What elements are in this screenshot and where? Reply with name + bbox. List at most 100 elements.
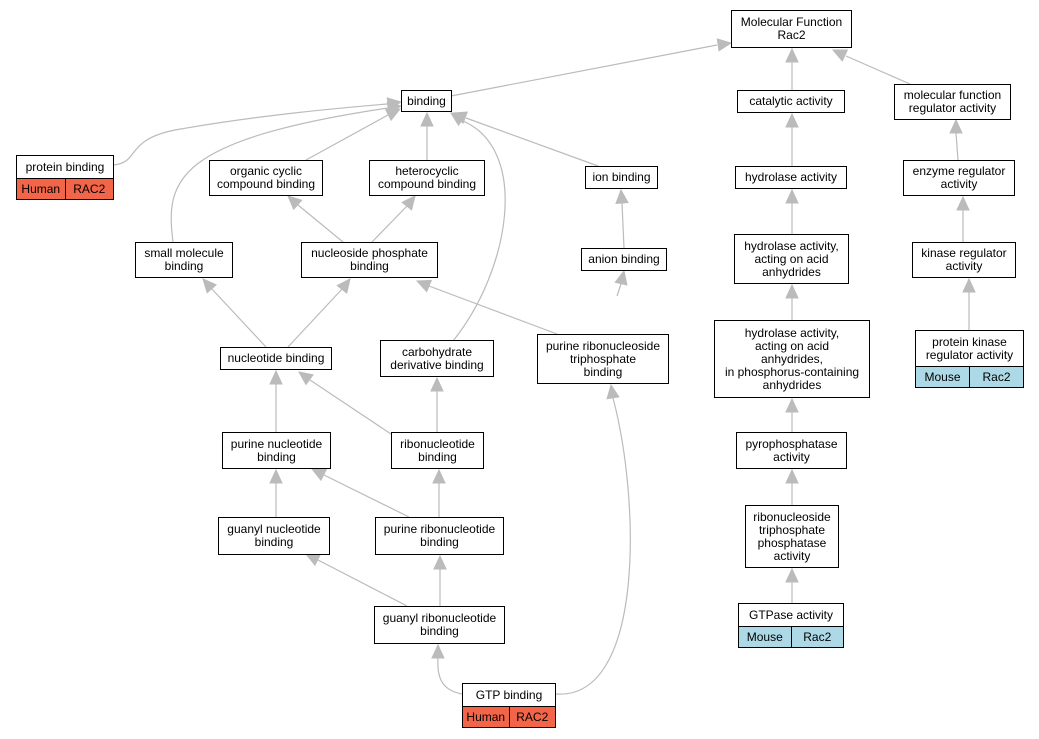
- node-pyrophosphatase-activity[interactable]: pyrophosphatase activity: [736, 432, 847, 469]
- node-mf-root[interactable]: Molecular Function Rac2: [731, 10, 852, 48]
- annotation-row: Human RAC2: [17, 178, 113, 199]
- node-mf-regulator-activity[interactable]: molecular function regulator activity: [894, 84, 1011, 120]
- species-cell: Mouse: [924, 369, 961, 384]
- node-label: molecular function regulator activity: [903, 88, 1002, 115]
- edge-line: [621, 202, 625, 249]
- edge-line: [309, 379, 395, 437]
- edge-line: [845, 55, 911, 85]
- gene-cell: Rac2: [969, 367, 1023, 387]
- node-hydrolase-phosphorus-anhydrides[interactable]: hydrolase activity, acting on acid anhyd…: [714, 320, 870, 398]
- node-label: heterocyclic compound binding: [377, 164, 477, 191]
- node-label: purine nucleotide binding: [230, 436, 323, 464]
- node-guanyl-ribonucleotide-binding[interactable]: guanyl ribonucleotide binding: [374, 606, 505, 644]
- edge-arrowhead: [785, 283, 799, 299]
- annotation-row: Human RAC2: [463, 706, 555, 727]
- edge-line: [210, 287, 267, 348]
- edge-arrowhead: [785, 397, 799, 413]
- node-protein-kinase-regulator-activity[interactable]: protein kinase regulator activity Mouse …: [915, 330, 1024, 388]
- node-label: hydrolase activity: [744, 170, 838, 184]
- node-label: ribonucleoside triphosphate phosphatase …: [753, 509, 831, 563]
- edge-arrowhead: [287, 195, 303, 211]
- node-label: guanyl nucleotide binding: [227, 522, 321, 549]
- edge-arrowhead: [831, 49, 849, 62]
- node-nucleoside-phosphate-binding[interactable]: nucleoside phosphate binding: [301, 242, 438, 278]
- node-label: protein binding: [25, 159, 105, 174]
- edge-line: [555, 397, 631, 695]
- edge-line: [450, 44, 718, 97]
- node-heterocyclic-compound-binding[interactable]: heterocyclic compound binding: [369, 160, 485, 196]
- node-ion-binding[interactable]: ion binding: [585, 166, 658, 189]
- edge-arrowhead: [785, 468, 799, 484]
- node-label: small molecule binding: [144, 246, 224, 273]
- node-label: hydrolase activity, acting on acid anhyd…: [744, 238, 839, 279]
- node-organic-cyclic-compound-binding[interactable]: organic cyclic compound binding: [209, 160, 323, 196]
- edge-line: [323, 474, 410, 518]
- edge-arrowhead: [304, 553, 322, 567]
- node-label: anion binding: [588, 252, 660, 266]
- edge-line: [955, 132, 959, 161]
- node-ribonucleoside-triphosphate-phosphatase-activity[interactable]: ribonucleoside triphosphate phosphatase …: [745, 505, 839, 568]
- node-anion-binding[interactable]: anion binding: [581, 248, 667, 271]
- node-label: purine ribonucleotide binding: [383, 522, 496, 549]
- node-kinase-regulator-activity[interactable]: kinase regulator activity: [912, 242, 1016, 278]
- edge-line: [297, 204, 344, 243]
- edge-line: [170, 107, 389, 243]
- edge-arrowhead: [615, 188, 629, 204]
- node-binding[interactable]: binding: [401, 90, 452, 112]
- edge-arrowhead: [785, 47, 799, 63]
- node-guanyl-nucleotide-binding[interactable]: guanyl nucleotide binding: [218, 517, 330, 555]
- node-hydrolase-acid-anhydrides[interactable]: hydrolase activity, acting on acid anhyd…: [734, 234, 849, 284]
- node-label: binding: [407, 93, 446, 108]
- edge-arrowhead: [432, 468, 446, 484]
- node-gtpase-activity[interactable]: GTPase activity Mouse Rac2: [738, 603, 844, 648]
- species-cell: Mouse: [746, 629, 783, 644]
- edge-arrowhead: [420, 111, 434, 127]
- node-carbohydrate-derivative-binding[interactable]: carbohydrate derivative binding: [380, 340, 494, 377]
- edge-arrowhead: [785, 112, 799, 128]
- node-label: GTP binding: [475, 687, 543, 702]
- node-purine-ribonucleotide-binding[interactable]: purine ribonucleotide binding: [375, 517, 504, 555]
- gene-cell: Rac2: [790, 627, 844, 647]
- edge-arrowhead: [431, 643, 445, 659]
- node-catalytic-activity[interactable]: catalytic activity: [737, 90, 845, 113]
- node-protein-binding[interactable]: protein binding Human RAC2: [16, 155, 114, 200]
- node-label: nucleotide binding: [227, 351, 325, 365]
- node-label: nucleoside phosphate binding: [311, 246, 428, 273]
- edge-arrowhead: [202, 278, 218, 294]
- node-label: Molecular Function Rac2: [740, 15, 843, 42]
- edge-arrowhead: [956, 195, 970, 211]
- edge-line: [428, 285, 558, 335]
- edge-line: [437, 657, 463, 695]
- species-cell: Human: [466, 709, 506, 724]
- edge-line: [616, 283, 622, 297]
- edge-line: [287, 287, 344, 348]
- node-purine-nucleotide-binding[interactable]: purine nucleotide binding: [222, 432, 331, 469]
- node-ribonucleotide-binding[interactable]: ribonucleotide binding: [391, 432, 484, 469]
- node-nucleotide-binding[interactable]: nucleotide binding: [220, 347, 332, 370]
- node-hydrolase-activity[interactable]: hydrolase activity: [735, 166, 847, 189]
- node-label: ion binding: [592, 170, 651, 184]
- node-purine-ribonucleoside-triphosphate-binding[interactable]: purine ribonucleoside triphosphate bindi…: [537, 334, 669, 384]
- edge-arrowhead: [269, 468, 283, 484]
- edge-line: [452, 120, 506, 342]
- node-label: catalytic activity: [749, 94, 833, 108]
- edge-line: [305, 114, 389, 161]
- edge-arrowhead: [310, 468, 328, 482]
- species-cell: Human: [21, 181, 61, 196]
- node-enzyme-regulator-activity[interactable]: enzyme regulator activity: [903, 160, 1015, 196]
- edge-arrowhead: [450, 112, 466, 127]
- edge-arrowhead: [401, 195, 416, 211]
- edge-arrowhead: [716, 38, 733, 52]
- annotation-row: Mouse Rac2: [739, 626, 843, 647]
- edge-arrowhead: [949, 118, 963, 134]
- node-small-molecule-binding[interactable]: small molecule binding: [135, 242, 233, 278]
- edge-arrowhead: [415, 279, 433, 293]
- edge-line: [317, 559, 408, 607]
- edge-arrowhead: [614, 269, 628, 286]
- node-gtp-binding[interactable]: GTP binding Human RAC2: [462, 683, 556, 728]
- node-label: protein kinase regulator activity: [925, 334, 1014, 362]
- edge-arrowhead: [785, 188, 799, 204]
- gene-cell: RAC2: [508, 707, 556, 727]
- edge-arrowhead: [430, 376, 444, 392]
